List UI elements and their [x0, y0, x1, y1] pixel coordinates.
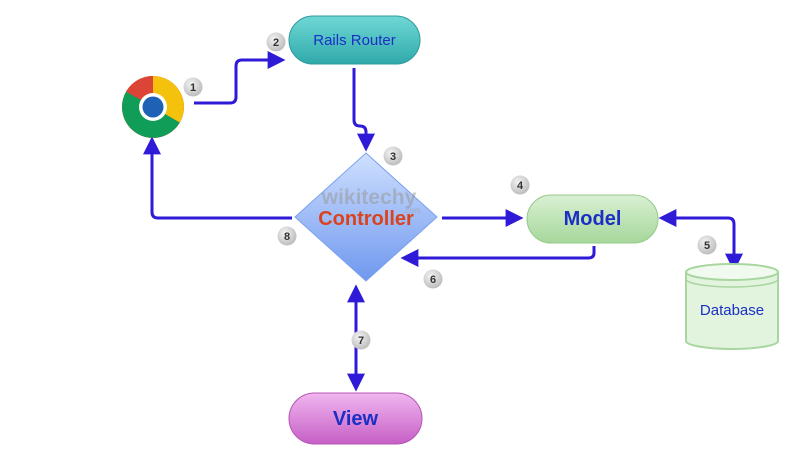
watermark: wikitechy .com: [321, 186, 421, 215]
step-badge-3: 3: [383, 146, 403, 166]
svg-text:4: 4: [517, 180, 524, 192]
model-node: Model: [526, 194, 659, 244]
svg-text:8: 8: [284, 231, 290, 243]
arrow-model-database: [658, 209, 743, 272]
svg-text:2: 2: [273, 37, 279, 49]
step-badges: 1 2 3 4 5 6 7 8: [183, 32, 717, 350]
model-label: Model: [564, 208, 622, 230]
database-label: Database: [700, 302, 764, 319]
controller-label: Controller: [318, 208, 414, 230]
step-badge-2: 2: [266, 32, 286, 52]
svg-text:7: 7: [358, 335, 364, 347]
database-node: Database: [685, 263, 779, 350]
step-badge-8: 8: [277, 226, 297, 246]
rails-router-node: Rails Router: [288, 15, 421, 65]
step-badge-7: 7: [351, 330, 371, 350]
view-label: View: [333, 408, 379, 430]
arrow-browser-to-router: [194, 51, 286, 105]
arrow-router-to-controller: [352, 68, 375, 152]
svg-text:3: 3: [390, 151, 396, 163]
controller-node: wikitechy .com Controller: [294, 152, 438, 282]
svg-text:wikitechy: wikitechy: [321, 186, 417, 209]
svg-text:6: 6: [430, 274, 436, 286]
rails-router-label: Rails Router: [313, 32, 396, 49]
arrow-model-to-controller: [400, 246, 596, 267]
chrome-browser-icon: [122, 76, 184, 138]
arrow-controller-to-browser: [143, 136, 292, 220]
svg-text:1: 1: [190, 82, 196, 94]
step-badge-6: 6: [423, 269, 443, 289]
step-badge-5: 5: [697, 235, 717, 255]
svg-text:.com: .com: [403, 206, 421, 215]
view-node: View: [288, 392, 423, 445]
svg-text:5: 5: [704, 240, 710, 252]
step-badge-1: 1: [183, 77, 203, 97]
step-badge-4: 4: [510, 175, 530, 195]
